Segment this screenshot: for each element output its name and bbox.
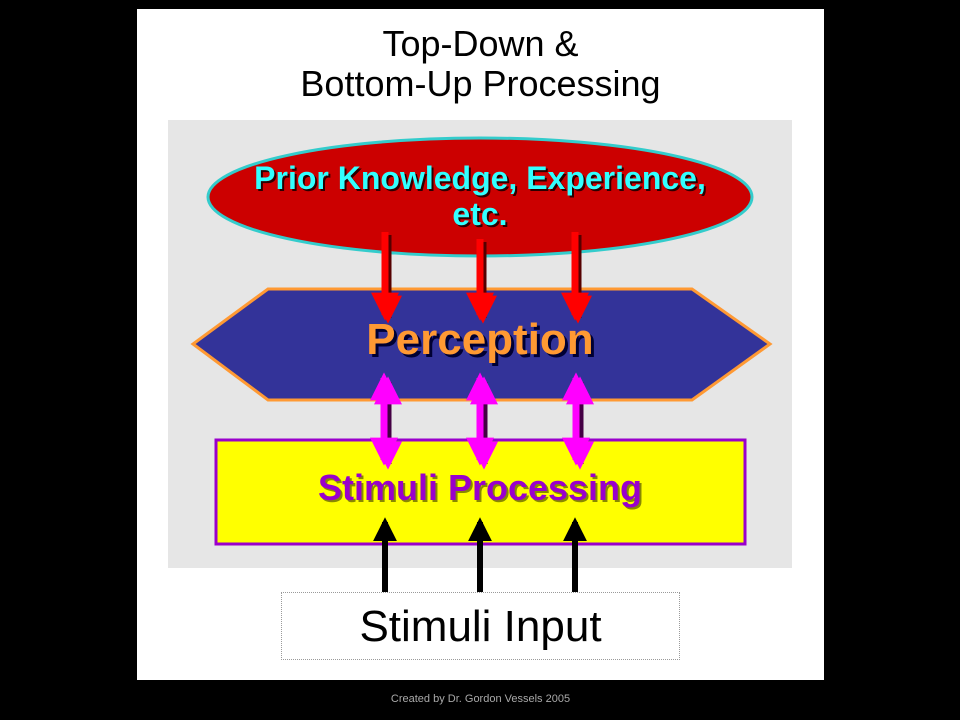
prior-knowledge-label: Prior Knowledge, Experience, etc. (254, 160, 706, 232)
stimuli-processing-label: Stimuli Processing (317, 467, 643, 508)
stimuli-input-label: Stimuli Input (359, 602, 602, 651)
perception-label: Perception (366, 315, 594, 364)
stimuli-input-box (281, 592, 680, 660)
author-credit: Created by Dr. Gordon Vessels 2005 (390, 693, 571, 705)
top-down-arrows (371, 232, 592, 324)
slide-title: Top-Down & Bottom-Up Processing (137, 24, 824, 104)
title-line-1: Top-Down & (382, 23, 579, 64)
bidirectional-arrows (370, 372, 594, 470)
bottom-up-arrows (373, 517, 587, 600)
perception-hexagon (190, 287, 773, 402)
title-line-2: Bottom-Up Processing (300, 63, 661, 104)
